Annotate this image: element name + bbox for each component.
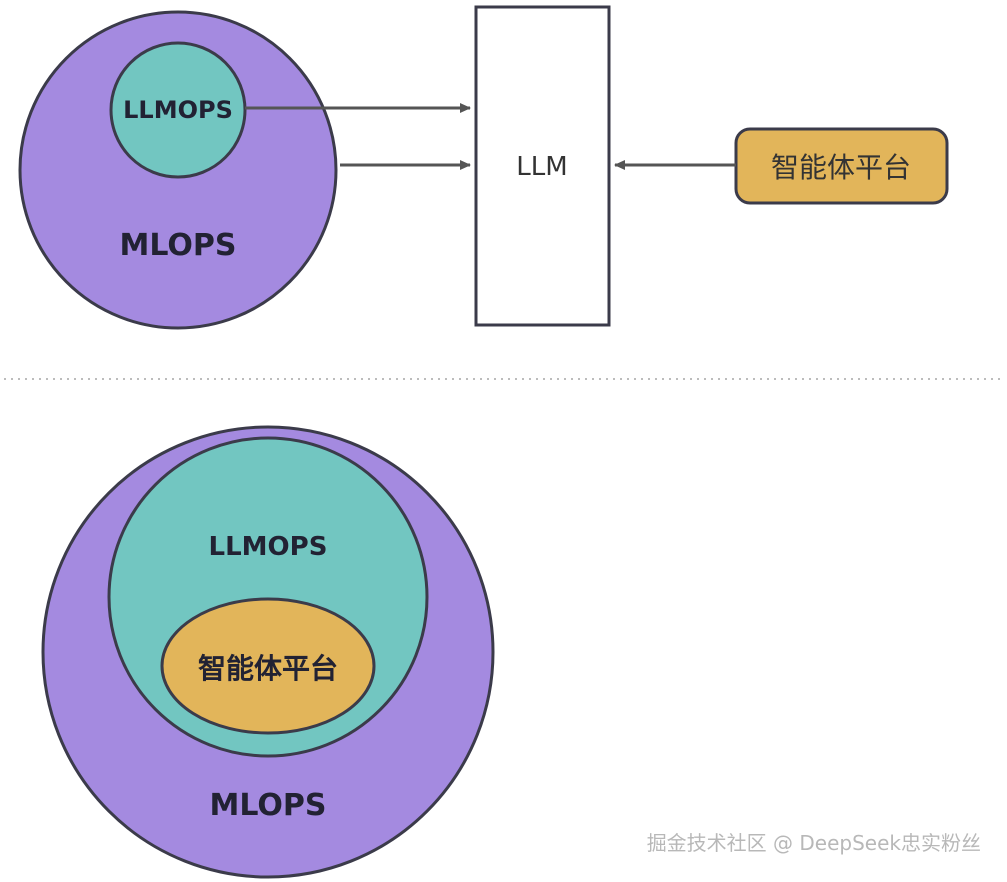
llm-label: LLM — [516, 152, 567, 182]
watermark-text: 掘金技术社区 @ DeepSeek忠实粉丝 — [646, 831, 981, 855]
bottom-diagram: LLMOPS 智能体平台 MLOPS — [41, 425, 495, 879]
top-diagram: LLMOPS MLOPS LLM 智能体平台 — [18, 5, 949, 330]
llm-box — [474, 5, 611, 327]
top-mlops-label: MLOPS — [120, 228, 237, 263]
bottom-agent-platform-ellipse — [160, 597, 376, 735]
top-llmops-circle — [109, 41, 247, 179]
top-llmops-label: LLMOPS — [123, 96, 233, 124]
bottom-mlops-label: MLOPS — [210, 788, 327, 823]
bottom-agent-platform-label: 智能体平台 — [198, 652, 338, 685]
top-agent-platform-label: 智能体平台 — [771, 151, 911, 184]
bottom-llmops-label: LLMOPS — [209, 532, 328, 562]
